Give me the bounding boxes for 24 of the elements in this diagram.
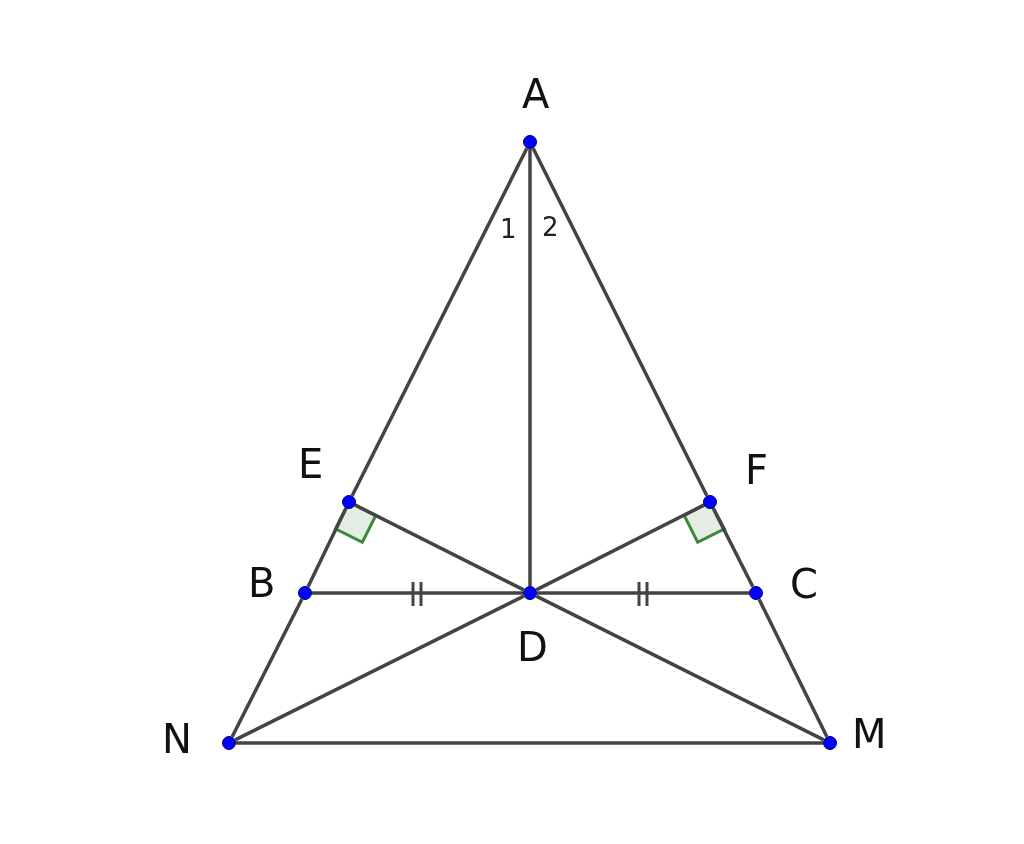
point-label: A — [522, 74, 550, 114]
point-label: F — [745, 450, 768, 490]
point-label: B — [248, 563, 276, 603]
line-segment — [312, 591, 523, 595]
line-segment — [354, 503, 525, 592]
line-segment — [236, 741, 823, 745]
line-segment — [535, 594, 825, 742]
point-label: M — [852, 714, 887, 754]
line-segment — [528, 149, 532, 586]
line-segment — [711, 507, 755, 588]
line-segment — [350, 147, 529, 497]
line-segment — [531, 147, 709, 497]
point-label: N — [162, 719, 192, 759]
angle-label: 1 — [500, 216, 517, 242]
line-segment — [230, 598, 304, 738]
point-label: E — [298, 444, 324, 484]
angle-label: 2 — [542, 214, 559, 240]
point-label: D — [517, 627, 548, 667]
line-segment — [757, 598, 829, 738]
line-segment — [535, 503, 705, 592]
line-segment — [234, 594, 525, 742]
point-label: C — [790, 564, 818, 604]
line-segment — [306, 507, 348, 588]
line-segment — [537, 591, 749, 595]
